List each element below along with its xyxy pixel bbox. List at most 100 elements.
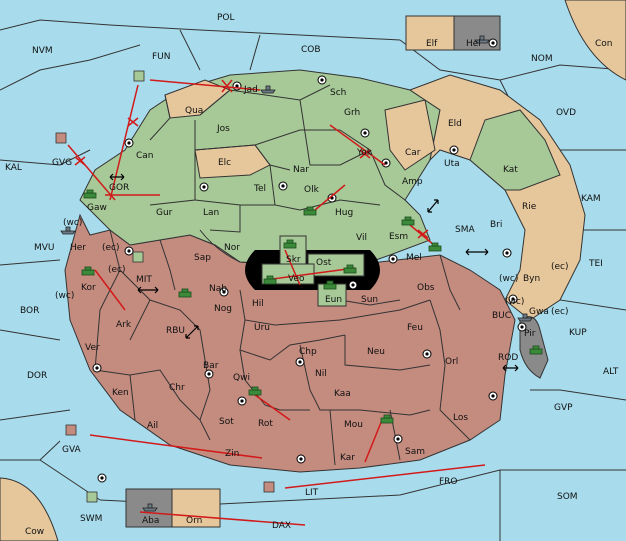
supply-center: [393, 434, 403, 444]
units-fleets: [60, 35, 533, 512]
label-lan: Lan: [203, 208, 219, 218]
label-ec3: (ec): [108, 265, 126, 275]
label-zin: Zin: [225, 449, 239, 459]
label-wc2: (wc): [499, 274, 518, 284]
label-pol: POL: [217, 13, 235, 23]
supply-center: [517, 322, 527, 332]
label-rie: Rie: [522, 202, 537, 212]
supply-center: [422, 349, 432, 359]
label-cow: Cow: [25, 527, 44, 537]
label-her: Her: [70, 243, 86, 253]
label-nvm: NVM: [32, 46, 53, 56]
label-gaw: Gaw: [87, 203, 107, 213]
label-vil: Vil: [356, 233, 367, 243]
label-yok: Yok: [356, 148, 373, 158]
label-dax: DAX: [272, 521, 291, 531]
supply-center: [219, 287, 229, 297]
label-nog: Nog: [214, 304, 232, 314]
label-obs: Obs: [417, 283, 435, 293]
label-ec4: (ec): [551, 307, 569, 317]
flag-fun: [133, 70, 145, 82]
supply-center: [348, 280, 358, 290]
label-bar: Bar: [203, 361, 219, 371]
label-ec2: (ec): [551, 262, 569, 272]
label-hel: Hel: [466, 39, 481, 49]
army-icon: [428, 242, 442, 252]
label-wc4: (wc): [505, 297, 524, 307]
label-nar: Nar: [293, 165, 309, 175]
label-cob: COB: [301, 45, 321, 55]
label-gwa: Gwa: [529, 307, 549, 317]
label-sma: SMA: [455, 225, 475, 235]
label-qua: Qua: [185, 106, 203, 116]
label-elc: Elc: [218, 158, 231, 168]
label-lit: LIT: [305, 488, 319, 498]
label-con: Con: [595, 39, 613, 49]
label-kat: Kat: [503, 165, 518, 175]
supply-center: [508, 294, 518, 304]
label-ken: Ken: [112, 388, 129, 398]
army-icon: [529, 345, 543, 355]
label-tei: TEI: [588, 259, 603, 269]
label-mou: Mou: [344, 420, 363, 430]
flag-mit: [132, 251, 144, 263]
passage-arrows: [109, 173, 519, 372]
supply-center: [488, 391, 498, 401]
label-qwi: Qwi: [233, 373, 250, 383]
label-nom: NOM: [531, 54, 553, 64]
fleet-icon: [60, 226, 76, 235]
supply-center: [295, 357, 305, 367]
label-kam: KAM: [581, 194, 601, 204]
supply-center: [124, 138, 134, 148]
region-orn[interactable]: [171, 488, 221, 528]
fleet-icon: [517, 313, 533, 322]
label-nil: Nil: [315, 369, 327, 379]
label-gva: GVA: [62, 445, 82, 455]
label-orn: Orn: [186, 516, 202, 526]
label-skr: Skr: [286, 255, 301, 265]
supply-center: [327, 193, 337, 203]
label-som: SOM: [557, 492, 578, 502]
region-labels: POL NVM FUN COB Elf Hel Con NOM OVD KAL …: [5, 13, 619, 537]
supply-center: [124, 246, 134, 256]
label-kup: KUP: [569, 328, 587, 338]
flag-swm: [86, 491, 98, 503]
interior-borders: [94, 84, 471, 466]
fleet-icon: [142, 503, 158, 512]
label-jos: Jos: [216, 124, 230, 134]
label-mit: MIT: [136, 275, 152, 285]
army-icon: [81, 266, 95, 276]
label-gor: GOR: [109, 183, 129, 193]
label-bri: Bri: [490, 220, 502, 230]
label-ver: Ver: [85, 343, 100, 353]
label-pir: Pir: [524, 329, 536, 339]
fleet-icon: [260, 85, 276, 94]
label-olk: Olk: [304, 185, 320, 195]
army-icon: [343, 264, 357, 274]
label-car: Car: [405, 148, 421, 158]
supply-center: [449, 145, 459, 155]
label-wc3: (wc): [55, 291, 74, 301]
flag-lit: [263, 481, 275, 493]
label-ail: Ail: [147, 421, 158, 431]
fleet-icon: [474, 35, 490, 44]
label-kal: KAL: [5, 163, 22, 173]
label-hug: Hug: [335, 208, 353, 218]
label-fro: FRO: [439, 477, 458, 487]
units-armies: [81, 189, 543, 424]
army-icon: [303, 206, 317, 216]
label-grh: Grh: [344, 108, 360, 118]
label-chr: Chr: [169, 383, 185, 393]
supply-center: [199, 182, 209, 192]
label-swm: SWM: [80, 514, 102, 524]
supply-center: [296, 454, 306, 464]
label-kar: Kar: [340, 453, 355, 463]
supply-center: [388, 254, 398, 264]
region-car[interactable]: [384, 99, 436, 171]
supply-center: [488, 38, 498, 48]
label-aba: Aba: [142, 516, 159, 526]
label-elf: Elf: [426, 39, 438, 49]
label-rod: ROD: [498, 353, 518, 363]
label-sch: Sch: [330, 88, 346, 98]
